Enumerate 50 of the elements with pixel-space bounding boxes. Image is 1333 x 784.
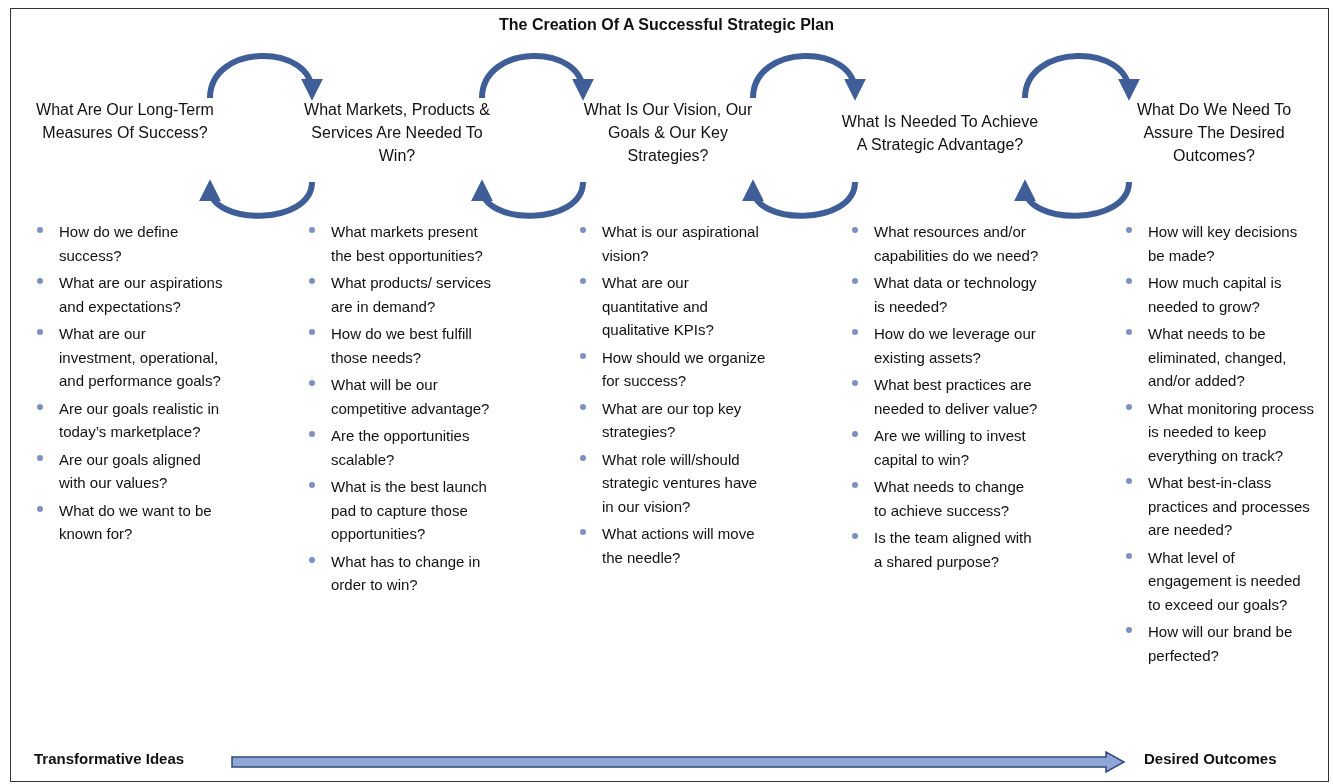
column-heading: What Markets, Products & Services Are Needed To Win?: [303, 100, 491, 166]
bullet-question: How much capital is needed to grow?: [1124, 271, 1314, 318]
bullet-question: How will our brand be perfected?: [1124, 620, 1314, 667]
bullet-question: What markets present the best opportunities?: [307, 220, 497, 267]
diagram-title: The Creation Of A Successful Strategic Plan: [498, 16, 835, 34]
bullet-question: What has to change in order to win?: [307, 549, 497, 597]
bullet-question: How do we define success?: [35, 220, 225, 267]
bullet-question: What are our aspirations and expectations?: [35, 271, 225, 318]
bullet-question: What needs to change to achieve success?: [850, 475, 1040, 522]
bullet-question: What resources and/or capabilities do we need?: [850, 220, 1040, 267]
curved-arrow: [202, 179, 315, 219]
curved-arrow: [479, 53, 592, 101]
bullet-question: What monitoring process is needed to keep everything on track?: [1124, 396, 1314, 467]
bullet-question: What best-in-class practices and processes are needed?: [1124, 471, 1314, 542]
bullet-question: What are our quantitative and qualitative KPIs?: [578, 271, 768, 342]
column-heading: What Is Needed To Achieve A Strategic Advantage?: [840, 112, 1040, 155]
bullet-question: What actions will move the needle?: [578, 522, 768, 569]
column-heading: What Is Our Vision, Our Goals & Our Key Strategies?: [582, 100, 754, 166]
bullet-question: What role will/should strategic ventures have in our vision?: [578, 447, 768, 518]
bullet-question: How will key decisions be made?: [1124, 220, 1314, 267]
curved-arrow: [474, 179, 586, 219]
bullet-question: Are our goals aligned with our values?: [35, 447, 225, 495]
bullet-question: What are our investment, operational, and performance goals?: [35, 322, 225, 393]
bullet-question: How do we best fulfill those needs?: [307, 322, 497, 369]
bullet-question: What do we want to be known for?: [35, 498, 225, 546]
bullet-question: What needs to be eliminated, changed, and/or added?: [1124, 322, 1314, 393]
column-heading: What Are Our Long-Term Measures Of Success?: [35, 100, 215, 143]
bullet-question: What data or technology is needed?: [850, 271, 1040, 318]
bullet-question: How do we leverage our existing assets?: [850, 322, 1040, 369]
bullet-question: Are the opportunities scalable?: [307, 424, 497, 471]
curved-arrow: [207, 53, 321, 101]
axis-label: Desired Outcomes: [1144, 750, 1277, 767]
block-arrow: [231, 750, 1126, 774]
bullet-question: What level of engagement is needed to exceed our goals?: [1124, 545, 1314, 616]
bullet-question: How should we organize for success?: [578, 345, 768, 393]
curved-arrow: [745, 179, 858, 219]
axis-label: Transformative Ideas: [34, 750, 185, 767]
curved-arrow: [1017, 179, 1132, 219]
bullet-question: Are our goals realistic in today’s marketplace?: [35, 396, 225, 444]
bullet-question: What is our aspirational vision?: [578, 220, 768, 267]
bullet-question: What products/ services are in demand?: [307, 271, 497, 318]
curved-arrow: [1022, 53, 1138, 101]
bullet-question: Are we willing to invest capital to win?: [850, 424, 1040, 471]
bullet-question: Is the team aligned with a shared purpose?: [850, 526, 1040, 573]
column-heading: What Do We Need To Assure The Desired Outcomes?: [1135, 100, 1293, 166]
bullet-question: What is the best launch pad to capture those opportunities?: [307, 475, 497, 546]
bullet-question: What best practices are needed to deliver value?: [850, 373, 1040, 420]
curved-arrow: [750, 53, 864, 101]
bullet-question: What will be our competitive advantage?: [307, 373, 497, 420]
bullet-question: What are our top key strategies?: [578, 396, 768, 444]
